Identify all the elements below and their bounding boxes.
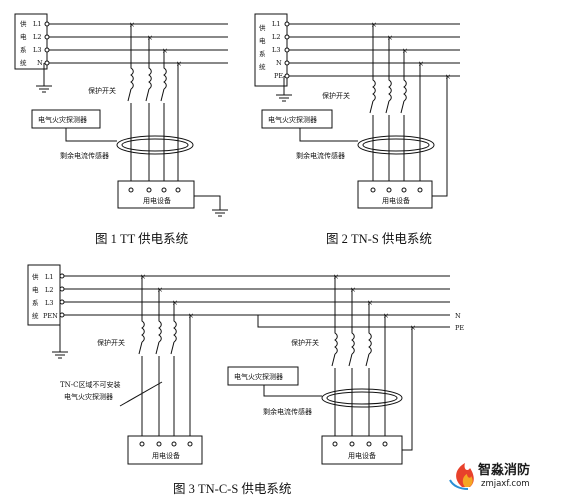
- svg-text:×: ×: [162, 47, 168, 55]
- svg-text:×: ×: [418, 60, 424, 68]
- warning-text: TN-C区域不可安装: [60, 380, 121, 389]
- svg-text:×: ×: [176, 60, 182, 68]
- equipment-label: 用电设备: [348, 451, 376, 460]
- residual-current-sensor: [116, 135, 194, 155]
- line-label-l2: L2: [272, 33, 280, 41]
- line-label-n: N: [37, 59, 43, 67]
- phase-drops: × × × ×: [127, 21, 182, 188]
- fire-detector-box: [227, 366, 299, 386]
- detector-label: 电气火灾探测器: [268, 115, 317, 124]
- diagram-tn-c-s: 供 电 系 统 L1 L2 L3 PEN N PE × × × × 保护开关 T…: [27, 264, 464, 496]
- svg-text:×: ×: [129, 21, 135, 29]
- source-char: 电: [20, 32, 27, 41]
- line-label-l3: L3: [33, 46, 41, 54]
- svg-text:×: ×: [188, 312, 194, 320]
- equipment-label: 用电设备: [152, 451, 180, 460]
- source-char: 供: [259, 23, 266, 32]
- switch-label: 保护开关: [322, 91, 350, 100]
- source-char: 供: [20, 19, 27, 28]
- caption: 图 2 TN-S 供电系统: [326, 232, 432, 246]
- equipment-box: [321, 435, 403, 465]
- sensor-label: 剩余电流传感器: [296, 151, 345, 160]
- switch-label: 保护开关: [88, 86, 116, 95]
- equipment-box: [357, 180, 433, 209]
- source-char: 供: [32, 272, 39, 281]
- line-label-l2: L2: [45, 286, 53, 294]
- sensor-label: 剩余电流传感器: [60, 151, 109, 160]
- line-label-l1: L1: [272, 20, 280, 28]
- diagram-tn-s: 供 电 系 统 L1 L2 L3 N PE × × × × × 保护开关: [254, 13, 460, 246]
- source-box: [14, 13, 48, 70]
- line-label-n: N: [276, 59, 282, 67]
- line-label-l3: L3: [45, 299, 53, 307]
- source-box: [254, 13, 288, 87]
- svg-text:×: ×: [147, 34, 153, 42]
- line-label-l2: L2: [33, 33, 41, 41]
- source-char: 系: [32, 298, 39, 307]
- svg-text:×: ×: [371, 21, 377, 29]
- sensor-label: 剩余电流传感器: [263, 407, 312, 416]
- svg-text:×: ×: [387, 34, 393, 42]
- source-char: 统: [32, 311, 39, 320]
- switch-label: 保护开关: [97, 338, 125, 347]
- brand-watermark: 智淼消防 zmjaxf.com: [449, 462, 530, 490]
- caption: 图 1 TT 供电系统: [95, 232, 188, 246]
- source-char: 统: [20, 58, 27, 67]
- detector-label: 电气火灾探测器: [38, 115, 87, 124]
- residual-current-sensor: [357, 135, 435, 155]
- brand-logo-icon: [449, 463, 474, 490]
- svg-text:×: ×: [410, 324, 416, 332]
- fire-detector-box: [261, 109, 333, 129]
- diagram-tt: 供 电 系 统 L1 L2 L3 N × × × × 保: [14, 13, 228, 246]
- svg-text:×: ×: [172, 299, 178, 307]
- equipment-label: 用电设备: [143, 196, 171, 205]
- detector-label: 电气火灾探测器: [234, 372, 283, 381]
- line-label-pe: PE: [274, 72, 283, 80]
- pe-label: PE: [455, 324, 464, 332]
- brand-name: 智淼消防: [478, 462, 530, 478]
- line-label-l1: L1: [33, 20, 41, 28]
- residual-current-sensor: [321, 388, 403, 408]
- source-box: [27, 264, 61, 326]
- n-label: N: [455, 312, 461, 320]
- svg-text:×: ×: [402, 47, 408, 55]
- line-label-l1: L1: [45, 273, 53, 281]
- source-char: 系: [20, 45, 27, 54]
- svg-text:×: ×: [367, 299, 373, 307]
- caption: 图 3 TN-C-S 供电系统: [173, 482, 291, 496]
- svg-text:×: ×: [445, 73, 451, 81]
- source-char: 电: [259, 36, 266, 45]
- source-char: 电: [32, 285, 39, 294]
- line-label-pen: PEN: [43, 312, 58, 320]
- svg-text:×: ×: [140, 273, 146, 281]
- equipment-box: [127, 435, 203, 465]
- brand-url: zmjaxf.com: [481, 479, 530, 489]
- svg-text:×: ×: [333, 273, 339, 281]
- source-char: 系: [259, 49, 266, 58]
- warning-text: 电气火灾探测器: [64, 392, 113, 401]
- equipment-label: 用电设备: [382, 196, 410, 205]
- svg-text:×: ×: [383, 312, 389, 320]
- line-label-l3: L3: [272, 46, 280, 54]
- source-char: 统: [259, 62, 266, 71]
- equipment-box: [117, 180, 195, 209]
- switch-label: 保护开关: [291, 338, 319, 347]
- svg-text:×: ×: [350, 286, 356, 294]
- svg-text:×: ×: [157, 286, 163, 294]
